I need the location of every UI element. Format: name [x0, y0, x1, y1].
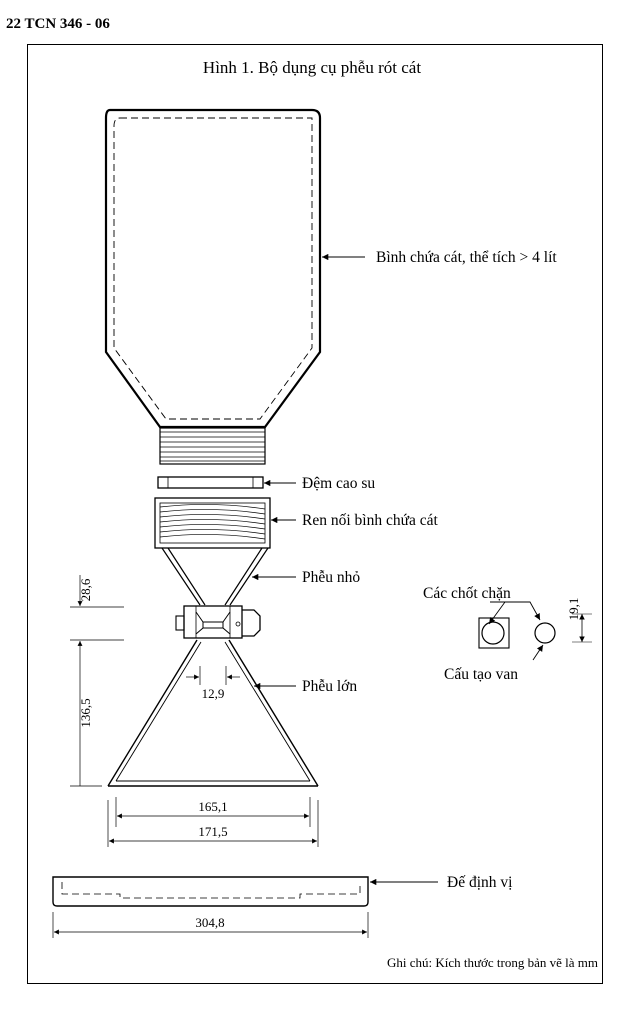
- base-plate: [52, 876, 369, 907]
- label-base: Đế định vị: [447, 874, 513, 891]
- dim-outer-width: 171,5: [198, 824, 227, 839]
- label-large-funnel: Phễu lớn: [302, 678, 357, 695]
- document-code: 22 TCN 346 - 06: [6, 16, 110, 32]
- label-gasket: Đệm cao su: [302, 475, 375, 492]
- large-funnel: [107, 639, 319, 787]
- dim-small-funnel-height: 28,6: [78, 578, 93, 601]
- label-valve: Cấu tạo van: [444, 666, 518, 683]
- threaded-connector: [154, 497, 271, 549]
- units-note: Ghi chú: Kích thước trong bản vẽ là mm: [387, 955, 598, 970]
- label-stop-pins: Các chốt chặn: [423, 585, 511, 602]
- sand-bottle: [104, 108, 322, 465]
- dim-large-funnel-height: 136,5: [78, 698, 93, 727]
- dim-inner-width: 165,1: [198, 799, 227, 814]
- rubber-gasket: [157, 476, 264, 489]
- dim-base-width: 304,8: [195, 915, 224, 930]
- drawing-frame: [27, 44, 603, 984]
- label-connector: Ren nối bình chứa cát: [302, 512, 439, 529]
- valve-body: [175, 605, 261, 639]
- small-funnel: [161, 547, 269, 606]
- label-bottle: Bình chứa cát, thể tích > 4 lít: [376, 249, 557, 266]
- dim-valve-width: 12,9: [202, 686, 225, 701]
- figure-title: Hình 1. Bộ dụng cụ phễu rót cát: [203, 58, 421, 77]
- dim-valve-detail: 19,1: [566, 598, 581, 621]
- leader-lines: [252, 253, 544, 886]
- dimension-lines: [52, 575, 369, 938]
- label-small-funnel: Phễu nhỏ: [302, 569, 360, 586]
